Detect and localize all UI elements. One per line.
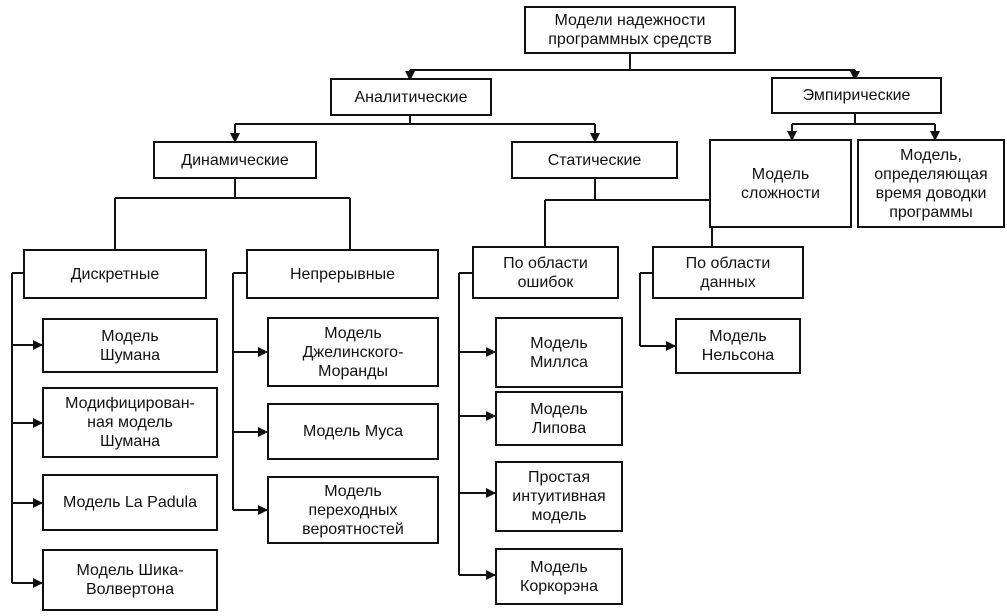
static-node: Статические — [511, 141, 678, 179]
lipov-model-node: Модель Липова — [495, 391, 623, 446]
simple-intuitive-model-node: Простая интуитивная модель — [495, 461, 623, 532]
data-area-node: По области данных — [652, 246, 804, 299]
la-padula-model-node: Модель La Padula — [42, 474, 218, 531]
shick-wolverton-model-node: Модель Шика- Волвертона — [42, 549, 218, 611]
mills-model-node: Модель Миллса — [495, 317, 623, 388]
error-area-node: По области ошибок — [472, 246, 619, 299]
jelinski-moranda-model-node: Модель Джелинского- Моранды — [267, 317, 439, 387]
discrete-node: Дискретные — [23, 249, 207, 299]
transition-probabilities-model-node: Модель переходных вероятностей — [267, 476, 439, 544]
nelson-model-node: Модель Нельсона — [675, 318, 801, 374]
modified-shuman-model-node: Модифицирован- ная модель Шумана — [42, 387, 218, 458]
analytic-node: Аналитические — [330, 78, 492, 116]
corcoran-model-node: Модель Коркорэна — [495, 548, 623, 605]
musa-model-node: Модель Муса — [267, 403, 439, 460]
shuman-model-node: Модель Шумана — [42, 318, 218, 373]
complexity-model-node: Модель сложности — [709, 139, 852, 228]
debug-time-model-node: Модель, определяющая время доводки прогр… — [857, 139, 1005, 228]
root-node: Модели надежности программных средств — [524, 6, 736, 54]
empiric-node: Эмпирические — [771, 77, 942, 114]
continuous-node: Непрерывные — [246, 249, 439, 299]
dynamic-node: Динамические — [153, 141, 317, 179]
